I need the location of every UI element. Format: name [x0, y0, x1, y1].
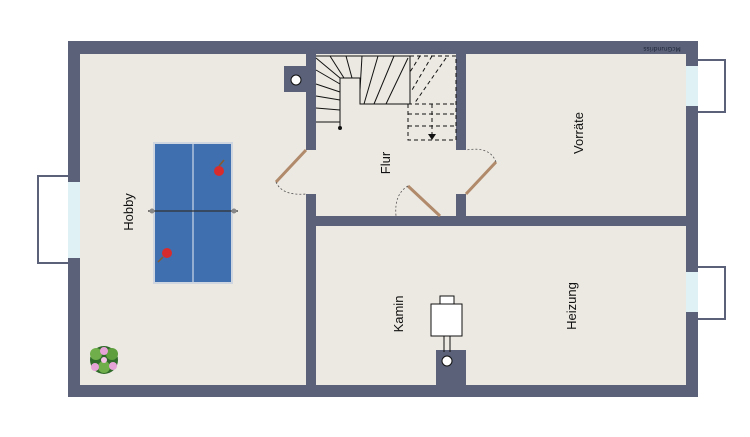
door-flur-kamin: [406, 184, 442, 218]
table-tennis-icon: [148, 142, 238, 284]
room-label-flur: Flur: [378, 151, 393, 174]
window-left-glass: [68, 182, 80, 258]
door-hobby-flur: [274, 148, 308, 184]
potted-plant-icon: [90, 346, 118, 374]
staircase-icon: [315, 55, 457, 141]
chimney-flue-upper: [290, 74, 302, 86]
window-right-top-frame: [696, 59, 726, 113]
windows: [37, 59, 726, 320]
room-label-hobby: Hobby: [121, 193, 136, 231]
room-label-vorraete: Vorräte: [571, 112, 586, 154]
boiler-icon: [430, 295, 463, 352]
wall-hobby-flur-lower: [306, 194, 316, 385]
doors: [274, 148, 498, 218]
floor-vorraete: [466, 54, 686, 216]
wall-flur-vorraete-lower: [456, 194, 466, 216]
wall-flur-vorraete-upper: [456, 54, 466, 150]
floor-flur-passage: [300, 150, 470, 194]
window-right-top-glass: [686, 66, 698, 106]
window-right-bottom-glass: [686, 272, 698, 312]
wall-hobby-flur-upper: [306, 54, 316, 150]
wall-flur-kamin-right: [440, 216, 686, 226]
room-label-kamin: Kamin: [391, 296, 406, 333]
floor-kamin: [316, 226, 436, 385]
door-flur-vorraete: [464, 160, 498, 196]
room-label-heizung: Heizung: [564, 282, 579, 330]
window-right-bottom-frame: [696, 266, 726, 320]
floor-heizung: [466, 226, 686, 385]
chimney-flue-lower: [441, 355, 453, 367]
wall-kamin-heizung: [436, 350, 466, 385]
brand-watermark: McGrundriss: [643, 45, 680, 52]
window-left-frame: [37, 175, 70, 264]
wall-flur-kamin-left: [316, 216, 396, 226]
